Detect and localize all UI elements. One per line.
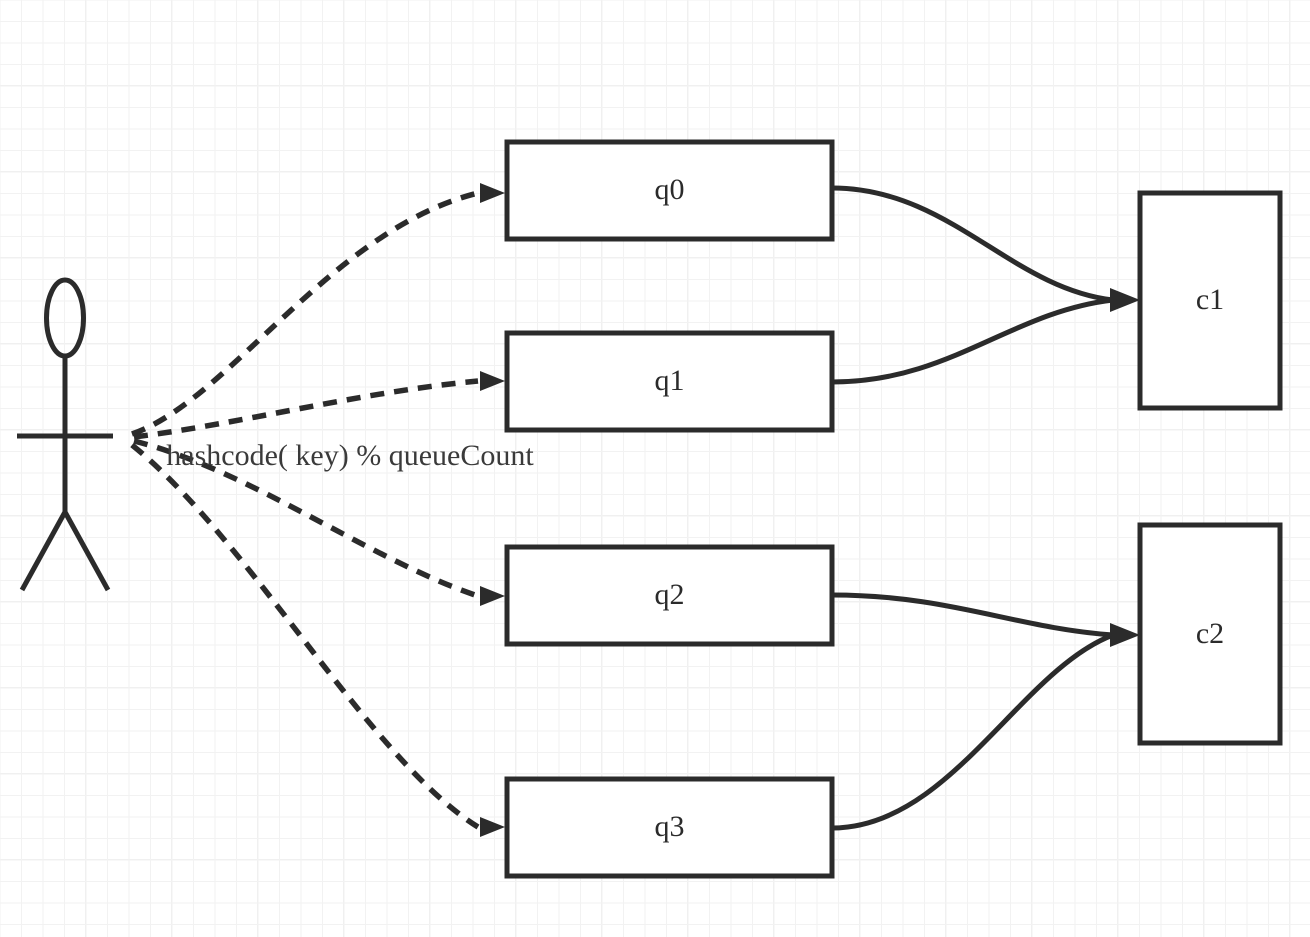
arrowhead-q0-icon: [480, 183, 505, 203]
edge-actor-to-q3[interactable]: [130, 442, 480, 830]
arrowhead-q1-icon: [480, 371, 505, 391]
actor-left-leg-line: [19, 510, 68, 592]
edge-actor-to-q0[interactable]: [131, 190, 479, 437]
edge-actor-to-q1[interactable]: [133, 378, 479, 440]
queue-label-q0: q0: [655, 173, 685, 206]
queue-box-q1[interactable]: [504, 330, 835, 433]
actor-right-leg-line: [62, 510, 111, 592]
consumer-box-c2[interactable]: [1137, 522, 1283, 746]
queue-box-q2[interactable]: [504, 544, 835, 647]
queue-label-q2: q2: [655, 578, 685, 611]
queue-box-q0[interactable]: [504, 139, 835, 242]
consumer-node-c2[interactable]: c2: [1137, 522, 1283, 746]
consumer-box-c1[interactable]: [1137, 190, 1283, 411]
edge-q1-to-c1[interactable]: [831, 297, 1114, 385]
edge-actor-to-q2[interactable]: [133, 438, 479, 599]
queue-node-q0[interactable]: q0: [504, 139, 835, 242]
dashed-edge-group: [130, 183, 505, 837]
edge-q3-to-c2[interactable]: [831, 632, 1114, 831]
arrowhead-c2-icon: [1110, 623, 1140, 647]
edge-q0-to-c1[interactable]: [831, 185, 1114, 303]
consumer-node-c1[interactable]: c1: [1137, 190, 1283, 411]
queue-label-q3: q3: [655, 810, 685, 843]
solid-edge-group: [831, 185, 1140, 831]
queue-label-q1: q1: [655, 364, 685, 397]
consumer-label-c1: c1: [1196, 283, 1224, 316]
queue-node-q2[interactable]: q2: [504, 544, 835, 647]
arrowhead-q3-icon: [480, 817, 505, 837]
queue-node-q1[interactable]: q1: [504, 330, 835, 433]
producer-actor[interactable]: [17, 277, 113, 592]
edge-q2-to-c2[interactable]: [831, 592, 1114, 638]
consumer-label-c2: c2: [1196, 617, 1224, 650]
arrowhead-c1-icon: [1110, 288, 1140, 312]
hash-function-label: hashcode( key) % queueCount: [166, 439, 534, 472]
arrowhead-q2-icon: [480, 586, 505, 606]
actor-head-icon: [44, 277, 86, 359]
queue-box-q3[interactable]: [504, 776, 835, 879]
queue-node-q3[interactable]: q3: [504, 776, 835, 879]
